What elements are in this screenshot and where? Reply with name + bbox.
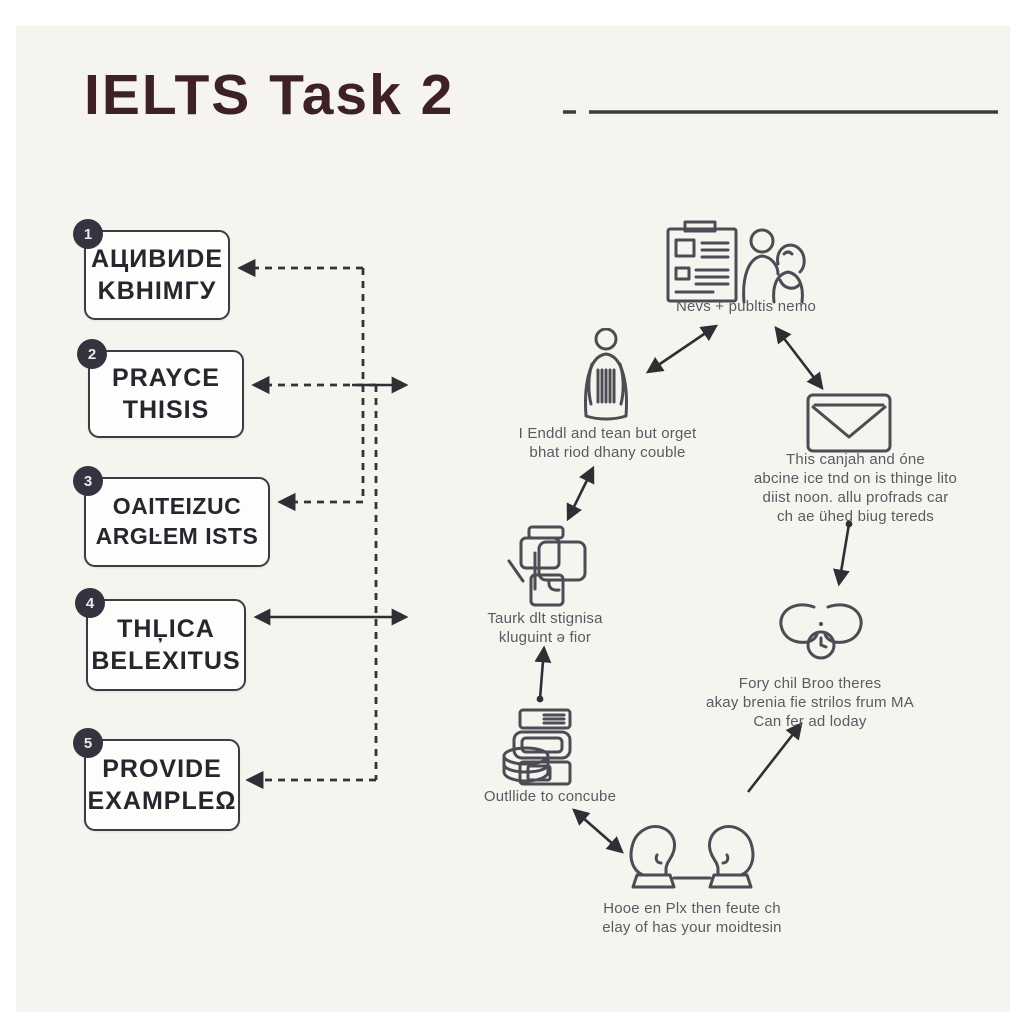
step-label: AЦИВИDE KВНІМГУ: [91, 243, 223, 308]
step-label-line: BELEXITUS: [91, 647, 241, 675]
hands-caption: Taurk dlt stignisa kluguint ə fior: [455, 610, 635, 648]
caption-line: akay brenia fie strilos frum MA: [706, 693, 914, 711]
step-label-line: KВНІМГУ: [97, 277, 217, 305]
step-number-badge: 4: [75, 588, 105, 618]
caption-line: diist noon. allu profrads car: [762, 488, 949, 506]
step-label: PRAYCE THISIS: [112, 362, 220, 427]
caption-line: ch ae ühed biug tereds: [776, 507, 934, 525]
caption-line: Outllide to concube: [483, 788, 617, 805]
caption-line: Taurk dlt stignisa: [487, 610, 603, 627]
step-label-line: THĻICA: [117, 614, 215, 643]
head-right: [707, 825, 755, 889]
step-label-line: ARGĿEM ISTS: [95, 523, 259, 549]
brain-caption: Fory chil Broo theres akay brenia fie st…: [700, 675, 920, 732]
caption-line: Nevs + publtis nemo: [675, 298, 817, 315]
step-label: PROVIDE EXAMPLEΩ: [88, 753, 237, 818]
news-caption: Nevs + publtis nemo: [640, 298, 852, 317]
step-label-line: PROVIDE: [102, 754, 222, 783]
brain-clock-icon: [775, 600, 867, 662]
newspaper-icon: [663, 220, 741, 304]
envelope-caption: This canjah and óne abcine ice tnd on is…: [738, 451, 973, 527]
hands-with-cards-icon: [505, 525, 587, 609]
step-number-badge: 1: [73, 219, 103, 249]
step-box-5: 5 PROVIDE EXAMPLEΩ: [73, 728, 240, 831]
caption-line: bhat riod dhany couble: [529, 443, 686, 461]
step-box-2: 2 PRAYCE THISIS: [77, 339, 244, 438]
caption-line: abcine ice tnd on is thinge lito: [753, 469, 958, 487]
caption-line: This canjah and óne: [786, 451, 925, 468]
step-label-line: PRAYCE: [112, 363, 220, 392]
people-icon: [740, 228, 806, 304]
step-box-4: 4 THĻICA BELEXITUS: [75, 588, 246, 691]
step-label: THĻICA BELEXITUS: [91, 613, 240, 678]
head-left: [629, 825, 677, 889]
step-label-line: AЦИВИDE: [90, 244, 224, 273]
standing-person-icon: [578, 327, 634, 422]
caption-line: Hooe en Plx then feute ch: [603, 900, 781, 917]
person-caption: I Enddl and tean but orget bhat riod dha…: [495, 425, 720, 463]
page-title: IELTS Task 2: [84, 63, 455, 127]
step-label-line: THISIS: [122, 396, 210, 424]
caption-line: Can fer ad loday: [753, 712, 867, 730]
caption-line: Fory chil Broo theres: [738, 675, 882, 692]
stack-caption: Outllide to concube: [455, 788, 645, 807]
step-number-badge: 3: [73, 466, 103, 496]
envelope-icon: [806, 393, 892, 453]
two-heads-icon: [622, 815, 762, 895]
step-label: OAITEIZUC ARGĿEM ISTS: [96, 492, 259, 552]
caption-line: kluguint ə fior: [498, 628, 592, 646]
stack-database-icon: [502, 708, 574, 790]
step-label-line: OAITEIZUC: [112, 493, 242, 520]
heads-caption: Hooe en Plx then feute ch elay of has yo…: [578, 900, 806, 938]
step-number-badge: 5: [73, 728, 103, 758]
step-box-1: 1 AЦИВИDE KВНІМГУ: [73, 219, 230, 320]
caption-line: I Enddl and tean but orget: [518, 425, 697, 442]
step-number-badge: 2: [77, 339, 107, 369]
step-box-3: 3 OAITEIZUC ARGĿEM ISTS: [73, 466, 270, 567]
step-label-line: EXAMPLEΩ: [87, 787, 237, 815]
caption-line: elay of has your moidtesin: [602, 918, 782, 936]
